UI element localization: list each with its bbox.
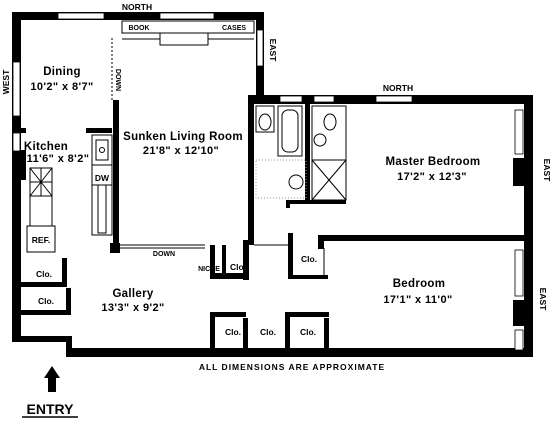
closet-label: Clo. [38,296,54,306]
master-name: Master Bedroom [386,156,481,168]
step-down-horizontal: DOWN [153,251,175,258]
refrigerator-label: REF. [32,235,50,245]
compass-east-top: EAST [268,39,278,62]
closet-label: Clo. [225,327,241,337]
compass-north-top: NORTH [122,2,152,12]
compass-labels: NORTH NORTH WEST EAST EAST EAST [1,2,552,311]
walls [12,12,533,357]
dining-name: Dining [43,66,81,78]
dishwasher-label: DW [95,173,110,183]
compass-east-mid: EAST [542,159,552,182]
gallery-dims: 13'3" x 9'2" [101,302,164,314]
kitchen-name: Kitchen [24,141,68,153]
kitchen-dims: 11'6" x 8'2" [27,153,90,165]
bookcase-label-cases: CASES [222,25,246,32]
closet-labels: Clo. Clo. Clo. Clo. Clo. Clo. Clo. [36,254,317,337]
living-name: Sunken Living Room [123,131,243,143]
compass-east-low: EAST [538,288,548,311]
bedroom-name: Bedroom [393,278,446,290]
fixture-labels: BOOK CASES DOWN DOWN NICHE DW REF. [32,25,247,273]
compass-north-right: NORTH [383,83,413,93]
closet-label: Clo. [300,327,316,337]
compass-west: WEST [1,69,11,94]
gallery-name: Gallery [112,288,153,300]
closet-label: Clo. [230,262,246,272]
entry-label: ENTRY [27,401,75,417]
master-dims: 17'2" x 12'3" [397,171,467,183]
windows [12,12,524,351]
closet-label: Clo. [301,254,317,264]
dining-dims: 10'2" x 8'7" [30,81,93,93]
dimensions-note: ALL DIMENSIONS ARE APPROXIMATE [199,362,385,372]
fixtures [26,20,347,392]
step-down-vertical: DOWN [114,69,121,91]
room-labels: Dining 10'2" x 8'7" Kitchen 11'6" x 8'2"… [24,66,481,314]
bedroom-dims: 17'1" x 11'0" [383,294,452,306]
closet-label: Clo. [260,327,276,337]
niche-label: NICHE [198,266,220,273]
bookcase-label-book: BOOK [129,25,150,32]
closet-label: Clo. [36,269,52,279]
living-dims: 21'8" x 12'10" [143,145,219,157]
